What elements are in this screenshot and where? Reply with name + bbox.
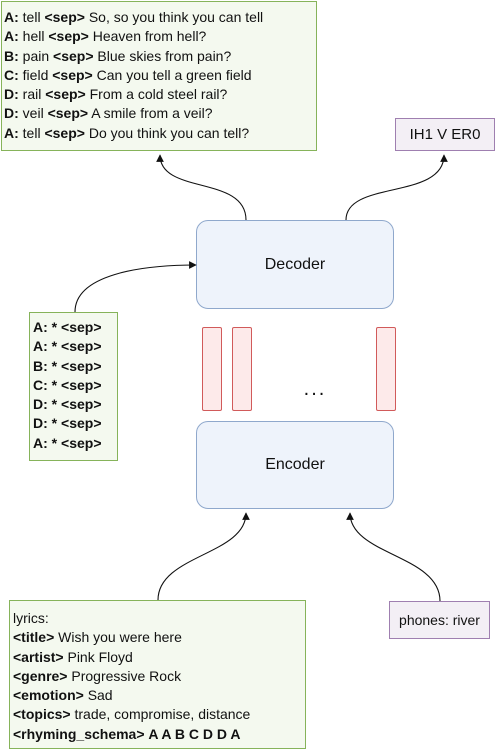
- input-field: <artist> Pink Floyd: [13, 648, 133, 665]
- output-line: A: hell <sep> Heaven from hell?: [4, 28, 207, 45]
- input-field: <title> Wish you were here: [13, 629, 182, 646]
- hidden-state-bar: [202, 327, 222, 411]
- hidden-state-bar: [376, 327, 396, 411]
- encoder-label: Encoder: [265, 456, 325, 473]
- prompt-line: D: * <sep>: [33, 396, 102, 413]
- prompt-line: A: * <sep>: [33, 434, 102, 451]
- output-line: D: veil <sep> A smile from a veil?: [4, 105, 213, 122]
- prompt-line: A: * <sep>: [33, 319, 102, 335]
- phoneme-output-text: IH1 V ER0: [409, 126, 481, 143]
- input-field: <emotion> Sad: [13, 687, 113, 704]
- hidden-state-bar: [232, 327, 252, 411]
- input-field: <genre> Progressive Rock: [13, 667, 182, 684]
- input-field: <topics> trade, compromise, distance: [13, 706, 251, 723]
- arrow-decoder-to-phonemes: [345, 154, 448, 221]
- input-metadata-box: lyrics: <title> Wish you were here <arti…: [9, 600, 306, 749]
- decoder-label: Decoder: [264, 255, 326, 273]
- output-lyrics-box: A: tell <sep> So, so you think you can t…: [1, 1, 317, 151]
- prompt-line: B: * <sep>: [33, 357, 102, 374]
- input-field: <rhyming_schema> A A B C D D A: [13, 725, 241, 742]
- arrow-prompt-to-decoder: [74, 261, 197, 313]
- decoder-block: Decoder: [196, 220, 394, 309]
- output-line: B: pain <sep> Blue skies from pain?: [4, 47, 232, 64]
- input-header: lyrics:: [13, 610, 49, 626]
- ellipsis: ...: [303, 378, 327, 400]
- output-line: D: rail <sep> From a cold steel rail?: [4, 86, 228, 103]
- phoneme-output-box: IH1 V ER0: [395, 118, 495, 151]
- encoder-block: Encoder: [196, 421, 394, 509]
- prompt-line: D: * <sep>: [33, 415, 102, 432]
- phones-input-text: phones: river: [399, 612, 480, 628]
- output-line: C: field <sep> Can you tell a green fiel…: [4, 66, 252, 83]
- prompt-line: A: * <sep>: [33, 338, 102, 355]
- output-line: A: tell <sep> So, so you think you can t…: [4, 9, 264, 25]
- prompt-box: A: * <sep> A: * <sep> B: * <sep> C: * <s…: [29, 312, 118, 461]
- output-line: A: tell <sep> Do you think you can tell?: [4, 124, 250, 141]
- arrow-decoder-to-lyrics: [156, 154, 247, 221]
- phones-input-box: phones: river: [389, 601, 490, 639]
- prompt-line: C: * <sep>: [33, 376, 102, 393]
- arrow-input-to-encoder: [157, 512, 250, 601]
- arrow-phones-to-encoder: [346, 512, 441, 602]
